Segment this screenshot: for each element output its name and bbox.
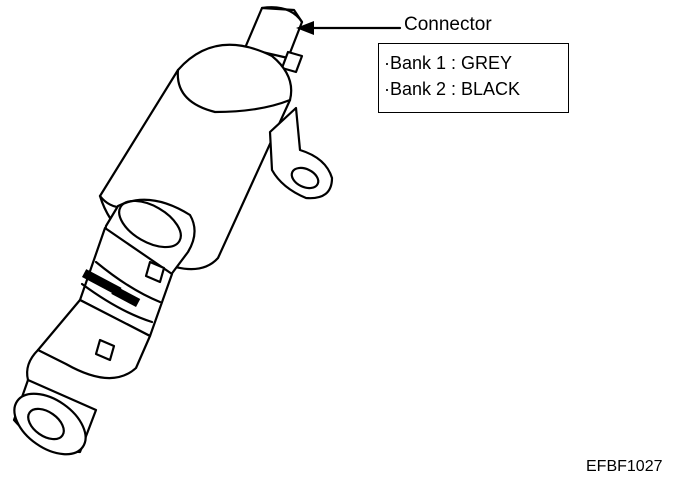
mounting-bracket: [268, 106, 334, 200]
nozzle-end: [12, 348, 98, 456]
connector-leader-arrow: [296, 21, 402, 35]
bank-2-label: ·Bank 2 : BLACK: [384, 79, 521, 99]
figure-code: EFBF1027: [586, 458, 663, 475]
bank-color-legend-box: ·Bank 1 : GREY ·Bank 2 : BLACK: [378, 43, 569, 113]
connector-label: Connector: [404, 14, 492, 35]
connector-plug: [243, 6, 304, 74]
spool-section: [36, 226, 174, 380]
bank-1-label: ·Bank 1 : GREY: [384, 53, 513, 73]
